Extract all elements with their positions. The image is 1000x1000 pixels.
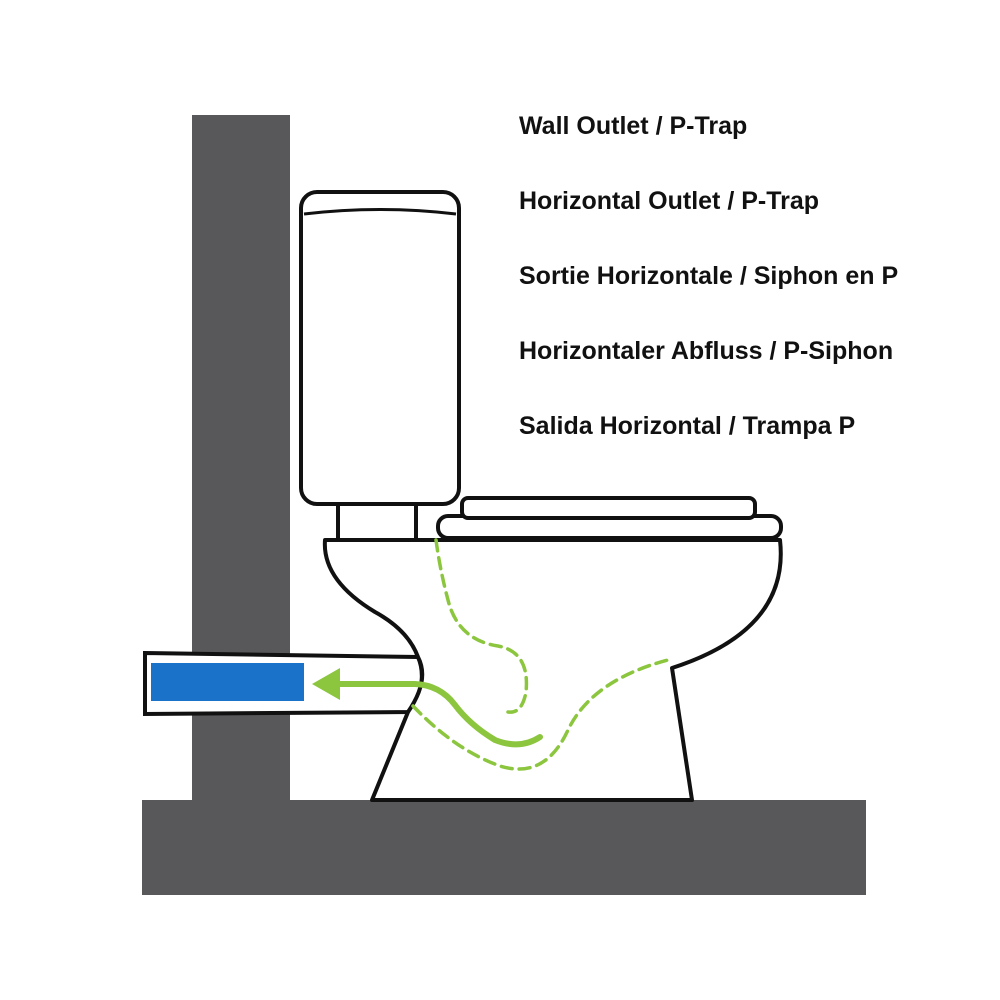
flow-path	[327, 681, 543, 748]
water-in-pipe	[151, 663, 304, 701]
label-horizontal-outlet: Horizontal Outlet / P-Trap	[519, 187, 820, 215]
outlet-type-labels: Wall Outlet / P-Trap Horizontal Outlet /…	[519, 108, 898, 483]
trapway-inner-dashed	[411, 658, 670, 771]
left-arrow-icon	[312, 668, 340, 700]
toilet-bowl	[322, 538, 783, 802]
trapway-outer-dashed	[434, 538, 529, 714]
label-salida-horizontal: Salida Horizontal / Trampa P	[519, 412, 856, 440]
cistern-tank	[299, 190, 461, 506]
floor	[142, 800, 866, 895]
label-sortie-horizontale: Sortie Horizontale / Siphon en P	[519, 262, 899, 290]
toilet-lid	[460, 496, 757, 520]
cistern-lid-line	[303, 208, 457, 216]
cistern-connector	[336, 502, 418, 542]
label-wall-outlet: Wall Outlet / P-Trap	[519, 112, 748, 140]
label-horizontaler-abfluss: Horizontaler Abfluss / P-Siphon	[519, 337, 894, 365]
